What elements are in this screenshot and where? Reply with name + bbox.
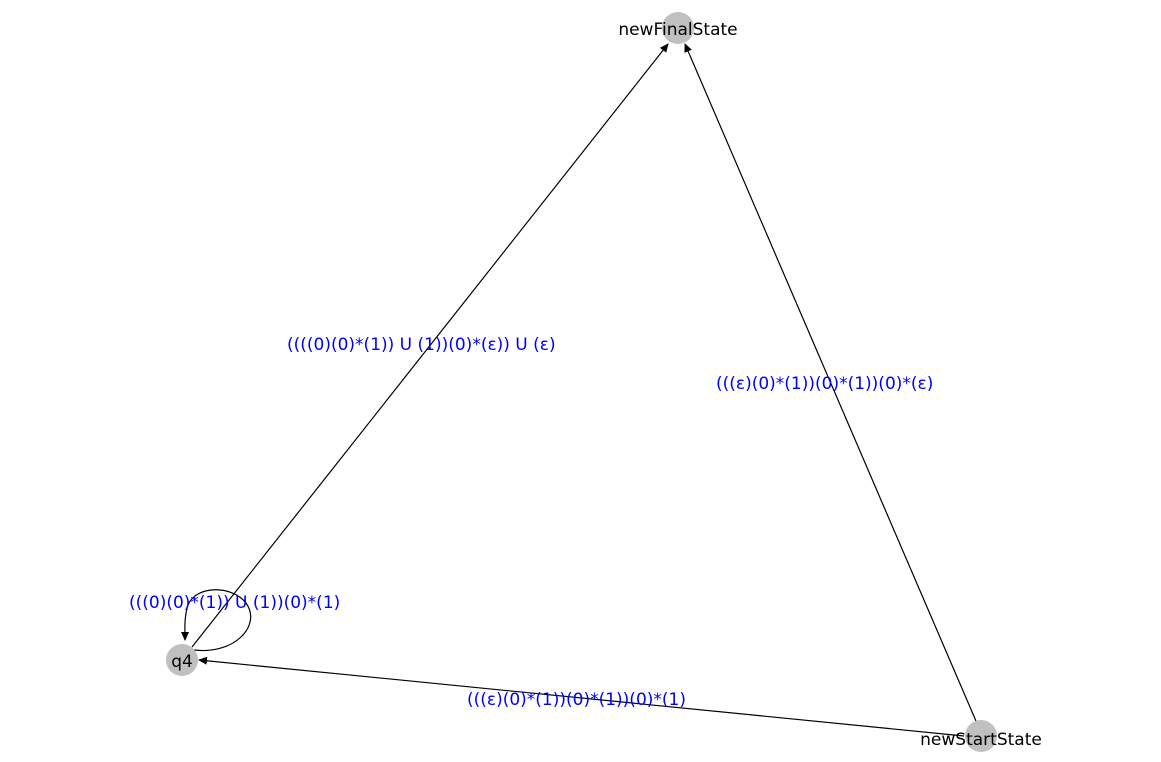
label-start-to-final: (((ε)(0)*(1))(0)*(1))(0)*(ε): [716, 374, 933, 394]
state-q4[interactable]: q4: [166, 644, 198, 676]
label-q4-to-final: ((((0)(0)*(1)) U (1))(0)*(ε)) U (ε): [287, 335, 556, 355]
state-final-label: newFinalState: [618, 20, 737, 40]
edge-q4-self-loop[interactable]: [180, 589, 252, 652]
edge-start-to-q4[interactable]: [198, 656, 965, 737]
edge-start-to-final[interactable]: [684, 43, 977, 722]
state-start[interactable]: newStartState: [920, 720, 1042, 752]
state-q4-circle: [166, 644, 198, 676]
state-q4-label: q4: [171, 652, 193, 672]
edge-q4-to-final[interactable]: [191, 43, 669, 648]
state-start-label: newStartState: [920, 730, 1042, 750]
state-final[interactable]: newFinalState: [618, 12, 738, 44]
state-start-circle: [965, 720, 997, 752]
state-final-circle: [662, 12, 694, 44]
label-q4-self-loop: (((0)(0)*(1)) U (1))(0)*(1): [129, 593, 340, 613]
label-start-to-q4: (((ε)(0)*(1))(0)*(1))(0)*(1): [467, 690, 686, 710]
